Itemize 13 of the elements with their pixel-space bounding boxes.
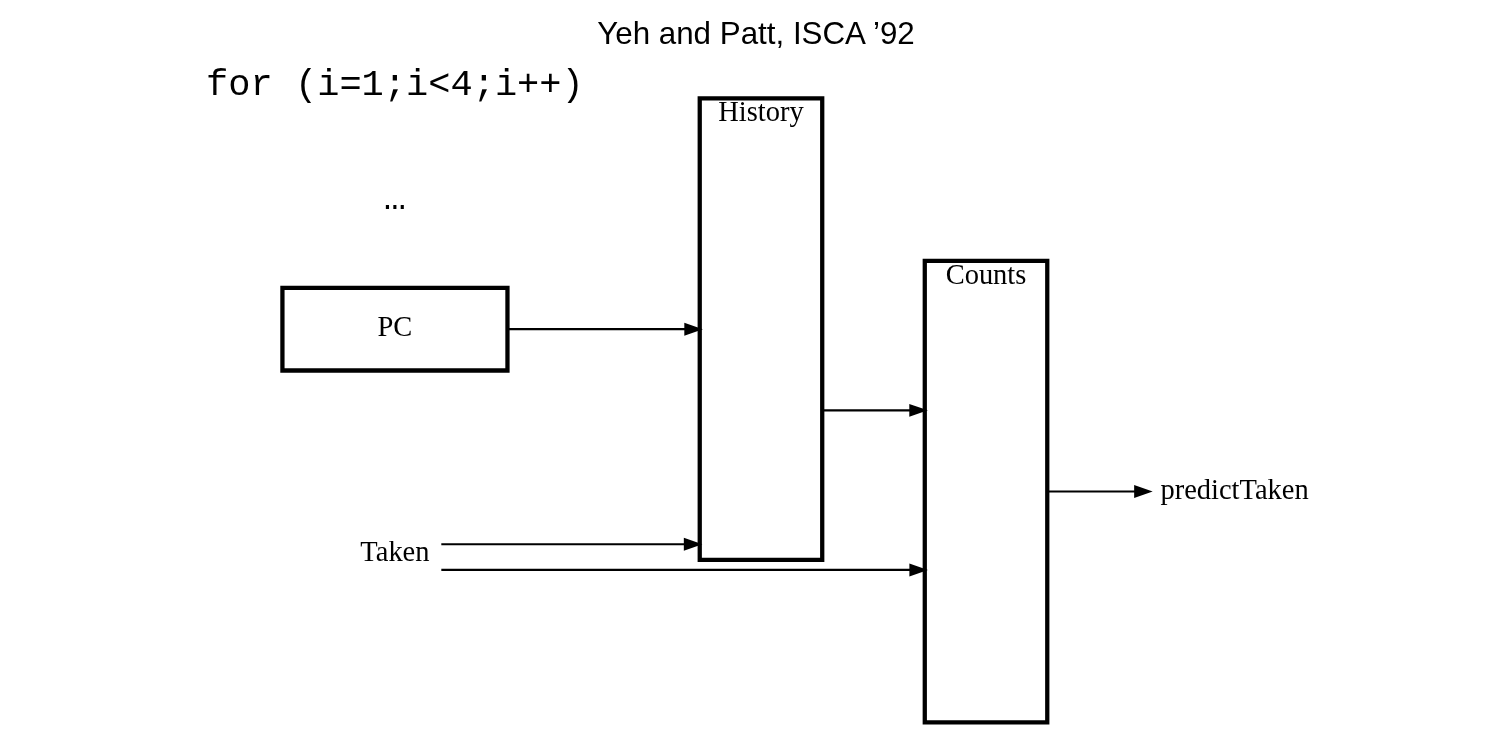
arrow bbox=[441, 563, 928, 577]
label: … bbox=[383, 177, 407, 220]
label: for (i=1;i<4;i++) bbox=[206, 63, 584, 106]
diagram-title: Yeh and Patt, ISCA ’92 bbox=[597, 16, 915, 52]
node-box: PC bbox=[280, 285, 510, 373]
arrow bbox=[822, 403, 928, 417]
arrow bbox=[441, 537, 703, 551]
arrow bbox=[1047, 485, 1153, 499]
arrow bbox=[507, 322, 703, 336]
node-box: Counts bbox=[922, 258, 1050, 725]
node-box: History bbox=[697, 96, 825, 563]
node-text: predictTaken bbox=[1160, 473, 1309, 505]
node-text: Taken bbox=[360, 536, 430, 568]
